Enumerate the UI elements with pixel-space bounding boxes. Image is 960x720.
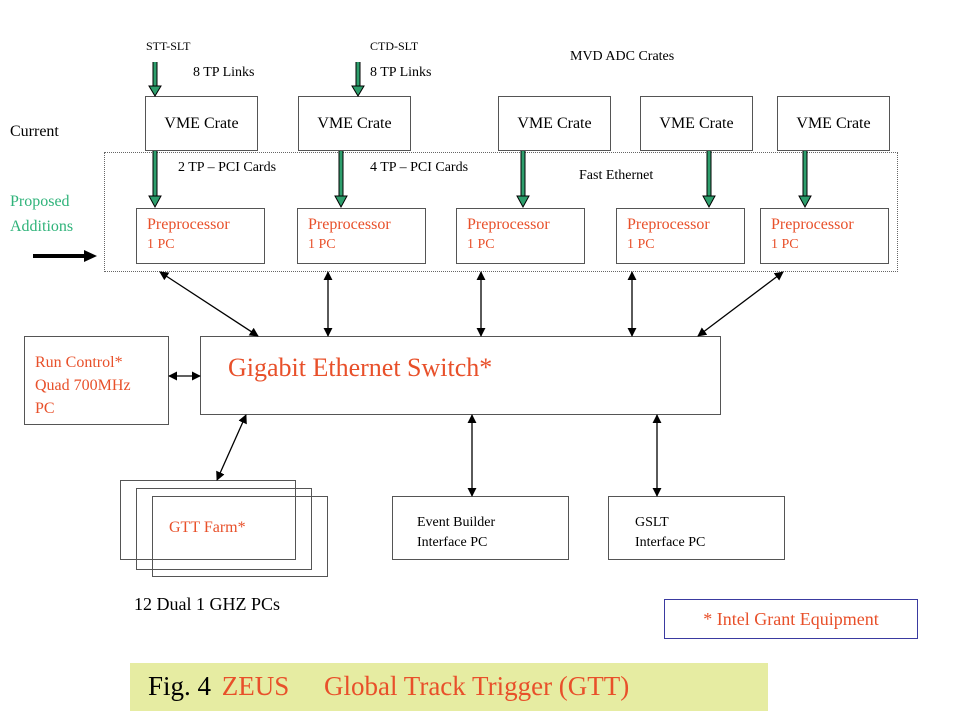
green-arrow-crate-1 — [148, 151, 162, 209]
link-switch-gttfarm — [216, 414, 247, 481]
link-pre5-switch — [697, 271, 784, 337]
gtt-farm-stack-back — [120, 480, 296, 560]
preprocessor-2: Preprocessor 1 PC — [297, 208, 426, 264]
run-control-line-1: Run Control* — [35, 354, 123, 371]
intel-note-label: * Intel Grant Equipment — [703, 608, 879, 629]
green-arrow-crate-4 — [702, 151, 716, 209]
vme-crate-label: VME Crate — [659, 114, 734, 132]
gtt-farm-stack-middle — [136, 488, 312, 570]
event-builder-line-1: Event Builder — [417, 515, 496, 530]
vme-crate-label: VME Crate — [164, 114, 239, 132]
pci-cards-label-1: 2 TP – PCI Cards — [178, 160, 277, 175]
ctd-slt-label: CTD-SLT — [370, 39, 419, 53]
current-label: Current — [10, 123, 59, 140]
preprocessor-5: Preprocessor 1 PC — [760, 208, 889, 264]
mvd-adc-label: MVD ADC Crates — [570, 49, 675, 64]
vme-crate-2: VME Crate — [298, 96, 411, 151]
gigabit-switch-box: Gigabit Ethernet Switch* — [200, 336, 721, 415]
caption-zeus: ZEUS — [221, 671, 290, 701]
preprocessor-sub: 1 PC — [147, 237, 175, 252]
vme-crate-1: VME Crate — [145, 96, 258, 151]
preprocessor-4: Preprocessor 1 PC — [616, 208, 745, 264]
caption-fig: Fig. 4 — [148, 671, 212, 701]
gigabit-switch-label: Gigabit Ethernet Switch* — [228, 353, 493, 382]
green-arrow-crate-3 — [516, 151, 530, 209]
vme-crate-label: VME Crate — [796, 114, 871, 132]
preprocessor-name: Preprocessor — [627, 216, 710, 233]
green-arrow-crate-2 — [334, 151, 348, 209]
preprocessor-1: Preprocessor 1 PC — [136, 208, 265, 264]
run-control-line-3: PC — [35, 400, 55, 417]
caption-title: Global Track Trigger (GTT) — [324, 671, 630, 701]
gslt-box: GSLT Interface PC — [608, 496, 785, 560]
vme-crate-3: VME Crate — [498, 96, 611, 151]
proposed-label: Proposed — [10, 193, 70, 210]
vme-crate-label: VME Crate — [317, 114, 392, 132]
preprocessor-name: Preprocessor — [147, 216, 230, 233]
event-builder-box: Event Builder Interface PC — [392, 496, 569, 560]
gslt-line-2: Interface PC — [635, 535, 706, 550]
pci-cards-label-2: 4 TP – PCI Cards — [370, 160, 469, 175]
event-builder-line-2: Interface PC — [417, 535, 488, 550]
stt-slt-label: STT-SLT — [146, 39, 191, 53]
run-control-line-2: Quad 700MHz — [35, 377, 131, 394]
link-pre1-switch — [159, 271, 259, 337]
vme-crate-4: VME Crate — [640, 96, 753, 151]
run-control-box: Run Control* Quad 700MHz PC — [24, 336, 169, 425]
preprocessor-sub: 1 PC — [627, 237, 655, 252]
green-arrow-stt — [148, 62, 162, 97]
preprocessor-name: Preprocessor — [467, 216, 550, 233]
gtt-farm-box: GTT Farm* — [152, 496, 328, 577]
preprocessor-sub: 1 PC — [467, 237, 495, 252]
preprocessor-name: Preprocessor — [771, 216, 854, 233]
proposed-additions-region — [104, 152, 898, 272]
caption-bar: Fig. 4 ZEUS Global Track Trigger (GTT) — [130, 663, 768, 711]
preprocessor-sub: 1 PC — [771, 237, 799, 252]
farm-caption: 12 Dual 1 GHZ PCs — [134, 594, 281, 614]
intel-note-box: * Intel Grant Equipment — [664, 599, 918, 639]
preprocessor-3: Preprocessor 1 PC — [456, 208, 585, 264]
preprocessor-sub: 1 PC — [308, 237, 336, 252]
proposed-additions-arrow — [33, 250, 97, 262]
vme-crate-5: VME Crate — [777, 96, 890, 151]
preprocessor-name: Preprocessor — [308, 216, 391, 233]
gtt-farm-label: GTT Farm* — [169, 519, 246, 536]
caption-text: Fig. 4 ZEUS Global Track Trigger (GTT) — [148, 671, 629, 702]
gslt-line-1: GSLT — [635, 515, 669, 530]
vme-crate-label: VME Crate — [517, 114, 592, 132]
tp-links-label-1: 8 TP Links — [193, 65, 255, 80]
green-arrow-ctd — [351, 62, 365, 97]
additions-label: Additions — [10, 218, 74, 235]
green-arrow-crate-5 — [798, 151, 812, 209]
tp-links-label-2: 8 TP Links — [370, 65, 432, 80]
fast-ethernet-label: Fast Ethernet — [579, 168, 654, 183]
